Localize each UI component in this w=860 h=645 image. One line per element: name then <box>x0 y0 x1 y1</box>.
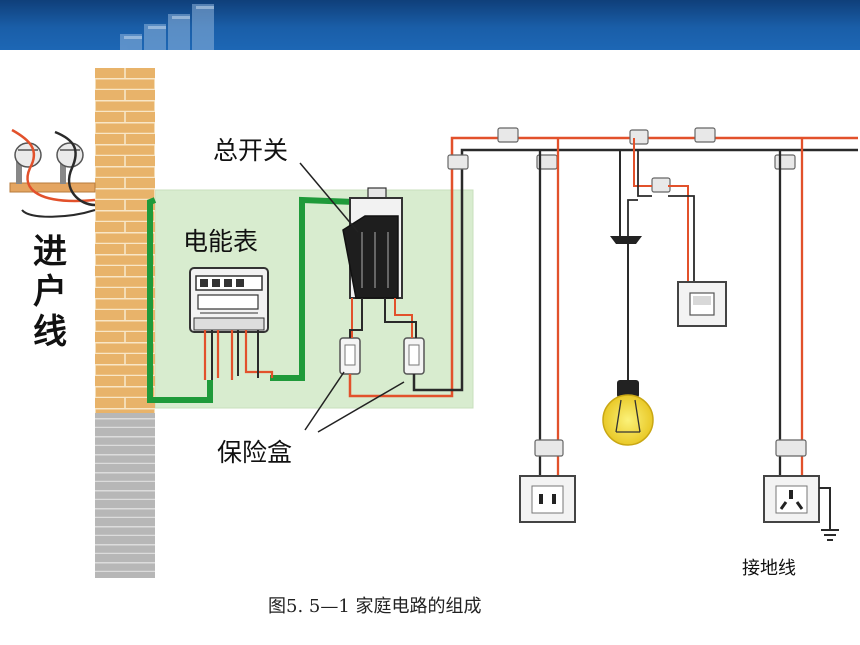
main-switch-label: 总开关 <box>213 136 289 165</box>
brick-wall <box>95 68 155 413</box>
slide-header-bar <box>0 0 860 50</box>
light-bulb <box>602 380 654 446</box>
incoming-neutral-wire <box>54 130 96 207</box>
insulator-bracket <box>9 142 96 193</box>
fuse-box-label: 保险盒 <box>217 438 293 467</box>
incoming-live-wire <box>11 128 96 203</box>
electricity-meter <box>189 267 269 333</box>
ground-symbol-icon <box>819 487 839 541</box>
main-switch-pointer <box>299 162 359 233</box>
socket-two-pin <box>519 475 576 523</box>
light-switch <box>677 281 727 327</box>
green-conduit-wire-2 <box>270 196 356 381</box>
service-entry-label: 进户线 <box>33 232 67 352</box>
figure-caption-area <box>0 590 860 645</box>
meter-label: 电能表 <box>183 227 259 256</box>
fuse-box-left <box>339 337 361 375</box>
lamp-cord <box>619 150 629 388</box>
fuse-box-right <box>403 337 425 375</box>
ground-wire-label: 接地线 <box>742 558 796 579</box>
socket-three-pin <box>763 475 820 523</box>
green-conduit-wire <box>147 197 213 403</box>
brick-wall-lower <box>95 413 155 578</box>
main-switch <box>342 187 403 299</box>
stairs-decoration <box>120 4 214 50</box>
household-circuit-diagram <box>9 68 858 578</box>
ceiling-rose <box>610 236 642 244</box>
figure-caption: 图5. 5—1 家庭电路的组成 <box>268 596 482 617</box>
